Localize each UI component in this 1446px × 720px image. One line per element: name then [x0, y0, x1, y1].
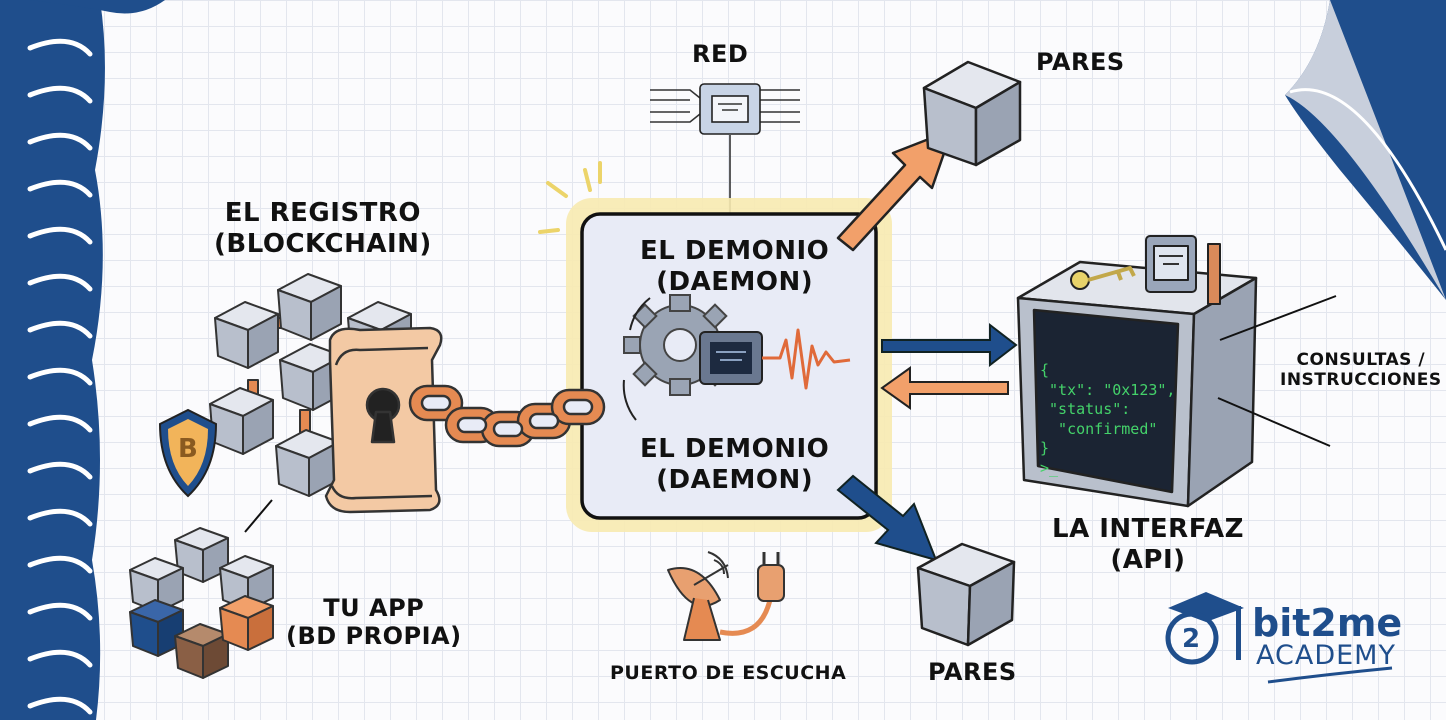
- peer-cube-top: [922, 60, 1022, 167]
- listening-port-icon: [667, 551, 785, 641]
- terminal-json: { "tx": "0x123", "status": "confirmed"}>…: [1040, 361, 1176, 477]
- arrow-from-api: [880, 366, 1009, 410]
- arrow-to-api: [881, 322, 1018, 368]
- api-server-box: [1016, 235, 1337, 508]
- your-app-label: TU APP(BD PROPIA): [286, 594, 462, 651]
- local-db-cluster-icon: [129, 527, 274, 679]
- listening-port-label: PUERTO DE ESCUCHA: [610, 662, 847, 684]
- notebook-spiral-edge: [0, 0, 165, 720]
- app-connector-line: [244, 499, 273, 533]
- peers-label-bottom: PARES: [928, 658, 1017, 686]
- arrow-to-pares-bottom: [836, 474, 938, 562]
- logo-academy: ACADEMY: [1256, 640, 1396, 671]
- daemon-label-top: EL DEMONIO(DAEMON): [640, 236, 830, 297]
- queries-label: CONSULTAS /INSTRUCCIONES: [1280, 350, 1442, 391]
- bit2me-logo-badge: [1165, 592, 1393, 684]
- chain-link-icon: [408, 384, 606, 448]
- logo-name: bit2me: [1252, 601, 1403, 645]
- peers-label-top: PARES: [1036, 48, 1125, 76]
- peer-cube-bottom: [916, 542, 1016, 647]
- ledger-scroll-icon: [324, 326, 443, 514]
- network-label: RED: [692, 40, 749, 68]
- page-curl-corner: [1285, 0, 1446, 300]
- logo-badge-number: 2: [1182, 624, 1201, 654]
- bitcoin-shield-icon: [158, 408, 218, 498]
- bitcoin-symbol: B: [178, 434, 199, 464]
- daemon-label-bottom: EL DEMONIO(DAEMON): [640, 434, 830, 495]
- daemon-gear-icon: [622, 294, 851, 421]
- api-label: LA INTERFAZ(API): [1052, 514, 1244, 575]
- network-connector-icon: [650, 83, 800, 215]
- arrow-to-pares-top: [836, 128, 954, 252]
- ledger-label: EL REGISTRO(BLOCKCHAIN): [214, 198, 432, 259]
